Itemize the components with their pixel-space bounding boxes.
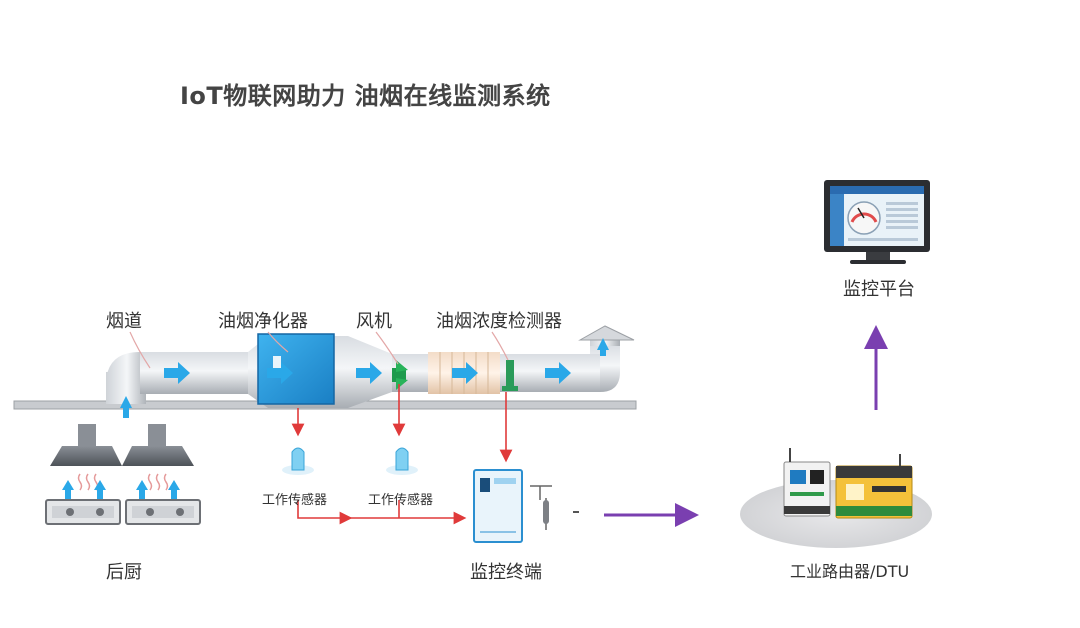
router-icon: [783, 448, 831, 517]
label-terminal: 监控终端: [470, 562, 542, 583]
duct-segment-1: [140, 352, 248, 394]
flow-arrow-right-icon: [452, 362, 478, 384]
label-purifier: 油烟净化器: [218, 311, 308, 332]
duct-exit-elbow: [590, 344, 620, 392]
label-platform: 监控平台: [843, 279, 915, 300]
page-title: IoT物联网助力 油烟在线监测系统: [180, 82, 551, 110]
label-kitchen: 后厨: [106, 562, 142, 583]
detector-probe-icon: [502, 360, 518, 391]
work-sensor-icon: [386, 447, 418, 475]
flow-arrow-up-icon: [597, 338, 609, 356]
flow-arrow-right-icon: [545, 362, 571, 384]
label-router: 工业路由器/DTU: [790, 562, 910, 581]
label-work-sensor-1: 工作传感器: [262, 493, 328, 508]
signal-line: [297, 500, 353, 525]
rain-cap-icon: [578, 325, 635, 341]
stove-icon: [45, 499, 121, 525]
smoke-icon: [77, 473, 169, 491]
flow-arrows: [120, 338, 609, 418]
flow-arrow-right-icon: [267, 362, 293, 384]
monitor-icon: [824, 180, 930, 264]
work-sensor-icon: [282, 447, 314, 475]
label-work-sensor-2: 工作传感器: [368, 493, 434, 508]
label-duct: 烟道: [106, 311, 142, 332]
flow-arrow-up-icon: [120, 396, 132, 418]
purifier-unit: [257, 333, 335, 405]
range-hood-icon: [50, 424, 122, 466]
flow-arrow-right-icon: [356, 362, 382, 384]
dtu-icon: [835, 454, 913, 519]
stove-icon: [125, 499, 201, 525]
label-fan: 风机: [356, 311, 392, 332]
monitoring-terminal-icon: [473, 469, 552, 543]
range-hood-icon: [122, 424, 194, 466]
label-detector: 油烟浓度检测器: [436, 311, 562, 332]
flow-arrow-right-icon: [164, 362, 190, 384]
duct-elbow: [106, 352, 148, 404]
